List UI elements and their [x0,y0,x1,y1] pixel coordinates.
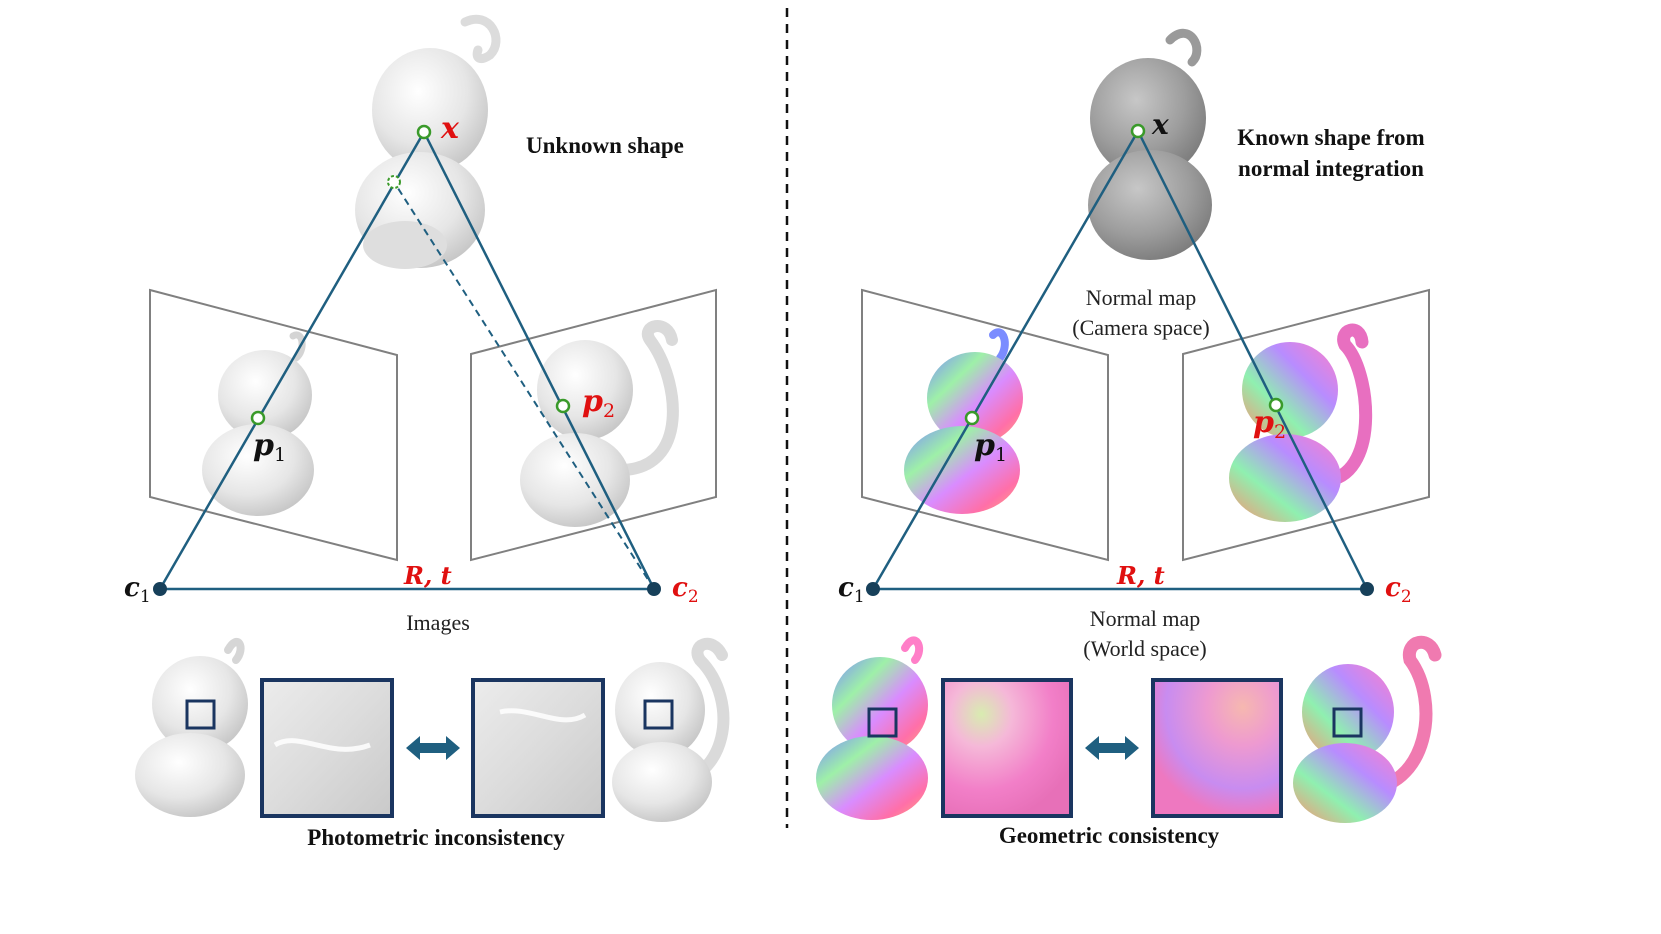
camera-normal-map-label-line2: (Camera space) [1072,315,1209,340]
camera-2-dot [647,582,661,596]
point-p1-marker-right [964,410,980,426]
known-shape-label-line2: normal integration [1238,156,1424,181]
surface-point-marker [387,175,401,189]
image-1-statue [202,331,314,516]
camera-2-label: c2 [672,573,699,607]
ray-c2-x-right [1136,130,1369,590]
images-label: Images [406,610,470,635]
bidirectional-arrow-left [406,736,460,760]
baseline-rt-label: R, t [403,561,452,590]
bottom-left-statue-1 [135,638,248,817]
bottom-normal-statue-1 [816,636,928,820]
camera-1-dot [153,582,167,596]
bidirectional-arrow-right [1085,736,1139,760]
image-plane-4 [1182,288,1430,562]
known-shape-statue [1088,28,1212,260]
image-plane-3 [861,288,1109,562]
point-p1-marker [250,410,266,426]
point-p2-label: p2 [582,384,615,422]
normal-map-statue-2 [1229,323,1373,522]
camera-1-dot-right [866,582,880,596]
point-p2-marker [555,398,571,414]
known-shape-label-line1: Known shape from [1237,125,1424,150]
patch-marker-2 [643,699,674,730]
point-p1-label-right: p1 [974,428,1007,466]
ray-c1-x-right [871,130,1140,590]
point-x-label: x [440,111,460,146]
patch-marker-3 [867,707,898,738]
normal-patch-2 [1151,678,1283,818]
right-panel: x Known shape from normal integration No… [816,28,1442,848]
photometric-caption: Photometric inconsistency [307,825,565,850]
ray-c1-x [158,131,426,590]
normal-map-statue-1 [904,328,1023,514]
normal-patch-1 [941,678,1073,818]
photometric-patch-2 [471,678,605,818]
world-normal-map-label-line2: (World space) [1083,636,1206,661]
baseline-rt-label-right: R, t [1116,561,1165,590]
unknown-shape-label: Unknown shape [526,133,684,158]
patch-1-highlight [273,738,371,752]
point-x-label-right: x [1151,108,1169,141]
bottom-normal-statue-2 [1293,635,1442,823]
camera-2-label-right: c2 [1385,573,1412,607]
geometric-caption: Geometric consistency [999,823,1220,848]
camera-normal-map-label-line1: Normal map [1086,285,1197,310]
ray-c2-surface-dashed [393,181,655,590]
image-plane-1 [149,288,398,562]
point-p1-label: p1 [253,428,286,466]
bottom-left-statue-2 [612,637,730,822]
world-normal-map-label-line1: Normal map [1090,606,1201,631]
patch-2-highlight [499,708,587,723]
image-plane-2 [470,288,717,562]
ray-c2-x [422,131,656,590]
photometric-patch-1 [260,678,394,818]
point-x-marker-right [1130,123,1146,139]
patch-marker-4 [1332,707,1363,738]
point-p2-marker-right [1268,397,1284,413]
left-panel: x Unknown shape p1 p2 c1 c2 R, t Images … [124,14,730,850]
camera-2-dot-right [1360,582,1374,596]
point-p2-label-right: p2 [1253,405,1286,443]
image-2-statue [520,320,679,527]
camera-1-label-right: c1 [838,573,865,607]
patch-marker-1 [185,699,216,730]
camera-1-label: c1 [124,573,151,607]
point-x-marker [416,124,432,140]
